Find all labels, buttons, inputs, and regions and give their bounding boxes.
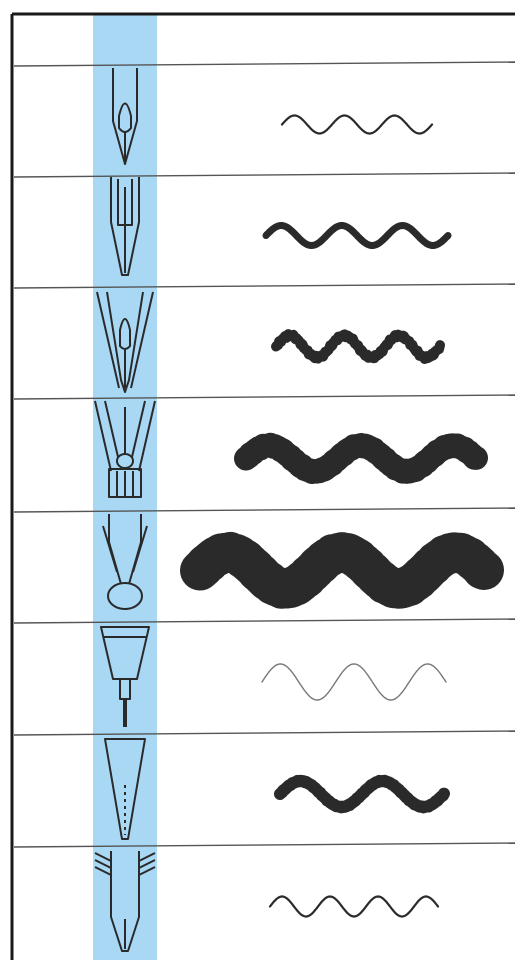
background [0, 0, 515, 960]
pen-nib-stroke-diagram [0, 0, 515, 960]
